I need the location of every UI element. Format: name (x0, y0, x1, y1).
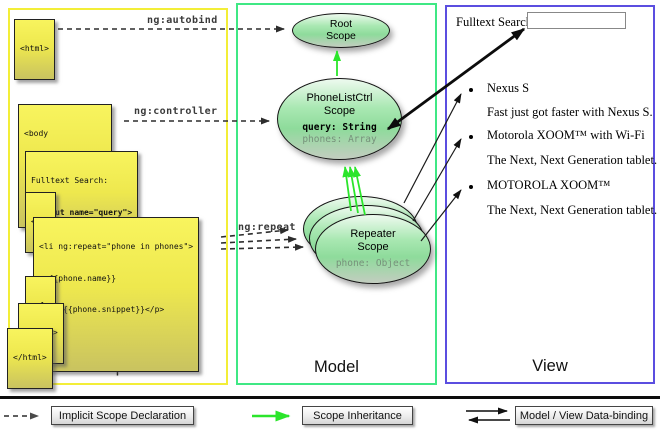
view-panel: View (445, 5, 655, 384)
fulltext-search-label: Fulltext Search: (456, 15, 536, 29)
code-line: <body (24, 129, 49, 138)
ng-autobind-label: ng:autobind (147, 15, 218, 26)
bullet-icon (469, 135, 473, 139)
legend-separator (0, 396, 660, 399)
scope-title-line: Scope (326, 29, 356, 42)
code-box-li-repeat: <li ng:repeat="phone in phones"> {{phone… (33, 217, 200, 372)
phone-name: MOTOROLA XOOM™ (487, 178, 611, 192)
scope-title-line: Root (329, 18, 353, 30)
phonelistctrl-scope-title: PhoneListCtrl Scope (306, 92, 372, 117)
scope-title-line: Scope (323, 104, 356, 117)
phone-snippet: The Next, Next Generation tablet. (487, 203, 658, 217)
scope-title-line: Scope (357, 240, 389, 253)
code-box-html-close: </html> (7, 328, 53, 389)
code-line: <li ng:repeat="phone in phones"> (39, 242, 194, 251)
view-panel-label: View (532, 357, 568, 375)
phonelistctrl-scope-ellipse: PhoneListCtrl Scope query: String phones… (277, 78, 402, 160)
phone-snippet: Fast just got faster with Nexus S. (487, 105, 653, 119)
scope-title-line: PhoneListCtrl (306, 92, 373, 104)
ng-controller-label: ng:controller (134, 106, 218, 117)
legend-implicit-scope: Implicit Scope Declaration (51, 406, 194, 425)
code-line: <html> (20, 44, 49, 53)
fulltext-search-input[interactable] (527, 12, 626, 29)
bullet-icon (469, 88, 473, 92)
scope-prop-query: query: String (302, 122, 377, 133)
root-scope-ellipse: Root Scope (292, 13, 390, 48)
root-scope-title: Root Scope (326, 18, 356, 42)
repeater-scope-title: Repeater Scope (350, 228, 395, 253)
code-box-html-open: <html> (14, 19, 55, 80)
ng-repeat-label: ng:repeat (238, 222, 296, 233)
scope-prop-phone: phone: Object (335, 258, 411, 269)
repeater-scope-ellipse: Repeater Scope phone: Object (315, 214, 431, 284)
scope-title-line: Repeater (350, 228, 396, 240)
model-panel: Model (236, 3, 437, 385)
code-line: Fulltext Search: (31, 176, 109, 185)
repeater-scope-props: phone: Object (336, 258, 410, 270)
phone-snippet: The Next, Next Generation tablet. (487, 153, 658, 167)
code-line: </html> (13, 353, 47, 362)
bullet-icon (469, 185, 473, 189)
legend-scope-inheritance: Scope Inheritance (302, 406, 413, 425)
phone-name: Motorola XOOM™ with Wi-Fi (487, 128, 645, 142)
phonelistctrl-scope-props: query: String phones: Array (302, 122, 376, 146)
code-line: <p>{{phone.snippet}}</p> (39, 305, 165, 314)
legend-model-view-binding: Model / View Data-binding (515, 406, 653, 425)
legend-double-arrow-icon (466, 407, 510, 424)
code-line: {{phone.name}} (39, 273, 117, 283)
phone-name: Nexus S (487, 81, 530, 95)
scope-prop-phones: phones: Array (302, 134, 377, 145)
model-panel-label: Model (314, 358, 359, 376)
